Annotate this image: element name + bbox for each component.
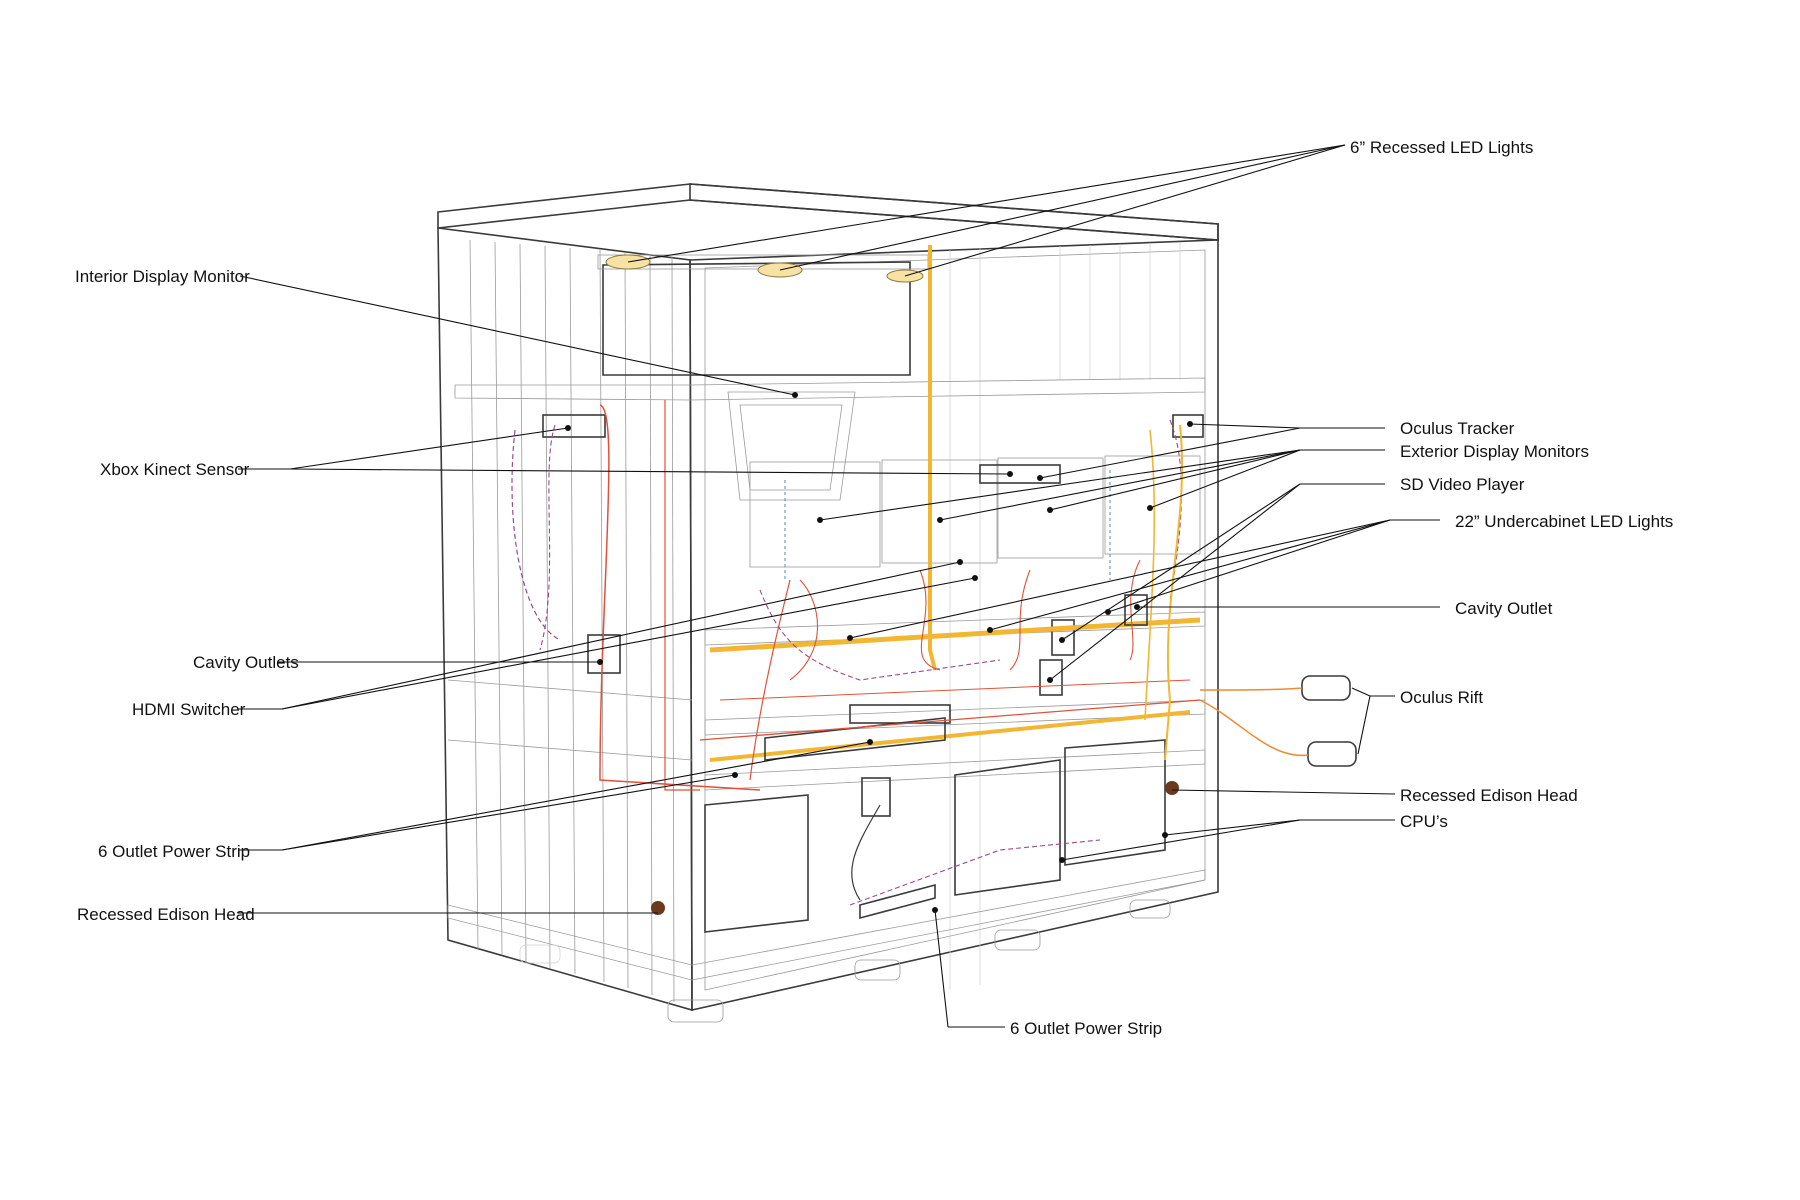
oculus-tracker	[1172, 414, 1204, 438]
label-undercabinet-led-lights: 22” Undercabinet LED Lights	[1455, 512, 1673, 531]
leader-dots	[565, 392, 1193, 913]
callout-labels: 6” Recessed LED Lights Interior Display …	[75, 138, 1673, 1038]
leader-lines	[238, 144, 1440, 1028]
undercabinet-led-lights	[709, 617, 1201, 762]
label-power-strip-bottom: 6 Outlet Power Strip	[1010, 1019, 1162, 1038]
label-recessed-edison-head-left: Recessed Edison Head	[77, 905, 255, 924]
label-xbox-kinect-sensor: Xbox Kinect Sensor	[100, 460, 250, 479]
interior-display-bezel	[727, 391, 856, 501]
label-oculus-tracker: Oculus Tracker	[1400, 419, 1515, 438]
shelves	[447, 377, 1206, 981]
label-sd-video-player: SD Video Player	[1400, 475, 1525, 494]
label-cavity-outlet: Cavity Outlet	[1455, 599, 1553, 618]
recessed-edison-heads	[651, 781, 1179, 915]
cabinet-frame	[437, 183, 1219, 1023]
label-hdmi-switcher: HDMI Switcher	[132, 700, 246, 719]
sd-video-player	[1039, 619, 1075, 696]
label-oculus-rift: Oculus Rift	[1400, 688, 1483, 707]
oculus-rift-headsets	[1301, 675, 1357, 767]
cpu-towers	[704, 739, 1166, 933]
left-studs	[469, 239, 675, 1003]
cabinet-feet	[519, 899, 1171, 1023]
front-studs	[949, 242, 1181, 990]
label-cavity-outlets: Cavity Outlets	[193, 653, 299, 672]
label-power-strip-left: 6 Outlet Power Strip	[98, 842, 250, 861]
label-cpus: CPU’s	[1400, 812, 1448, 831]
label-interior-display-monitor: Interior Display Monitor	[75, 267, 250, 286]
exterior-display-monitors	[749, 455, 1201, 568]
label-recessed-led-lights: 6” Recessed LED Lights	[1350, 138, 1533, 157]
power-strips	[764, 717, 946, 920]
label-exterior-display-monitors: Exterior Display Monitors	[1400, 442, 1589, 461]
label-recessed-edison-head-right: Recessed Edison Head	[1400, 786, 1578, 805]
wiring	[511, 245, 1309, 906]
recessed-led-lights	[605, 254, 924, 283]
